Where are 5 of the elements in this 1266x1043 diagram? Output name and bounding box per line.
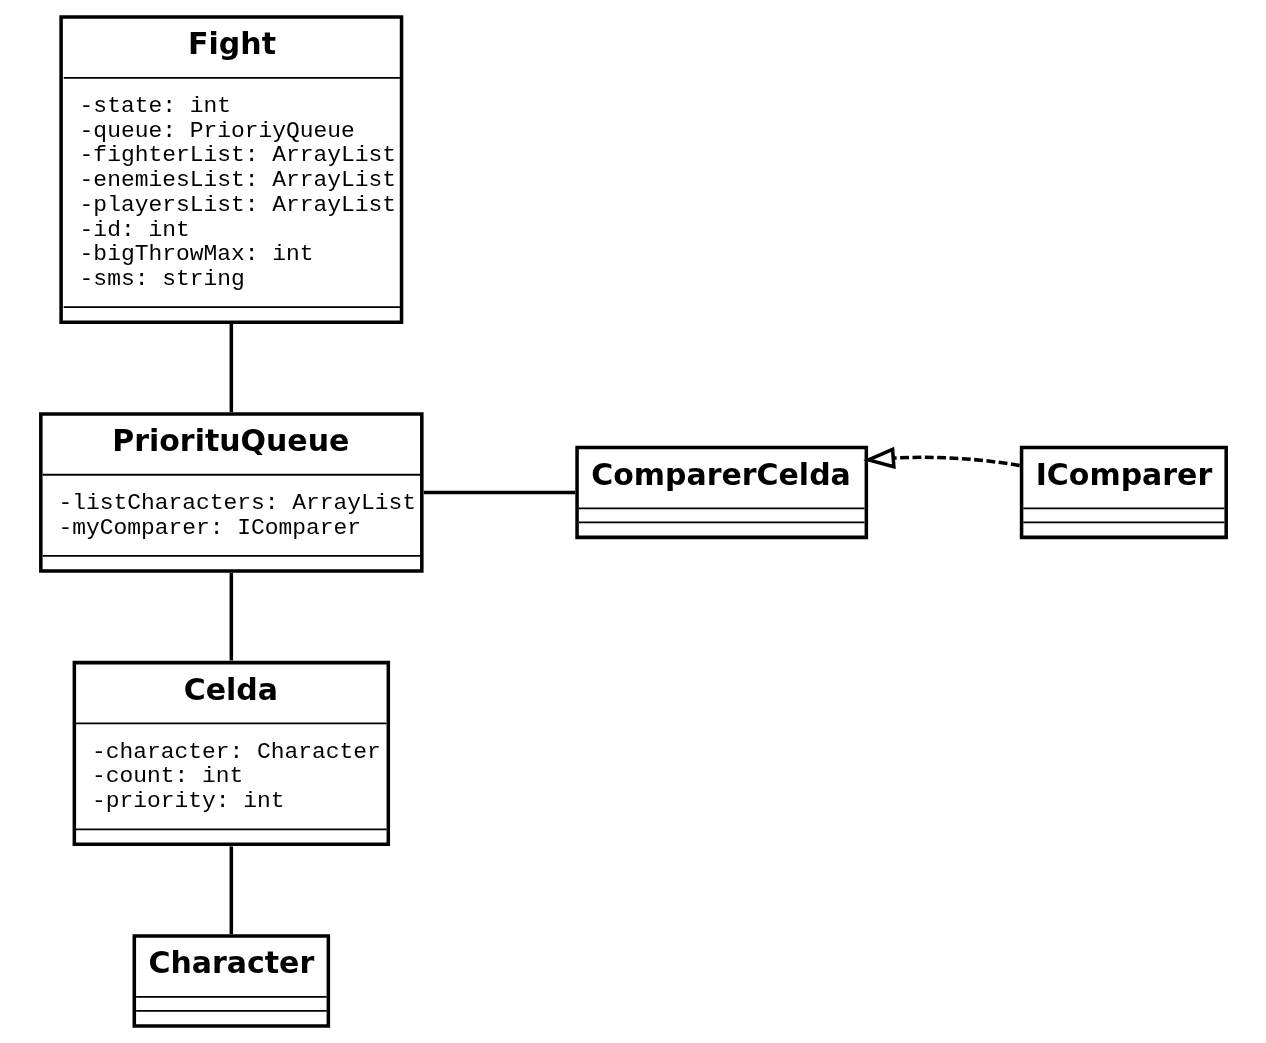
connector <box>423 490 575 495</box>
arrow <box>862 446 1020 470</box>
connector <box>229 572 233 661</box>
connector <box>229 846 233 935</box>
connector <box>229 324 233 412</box>
